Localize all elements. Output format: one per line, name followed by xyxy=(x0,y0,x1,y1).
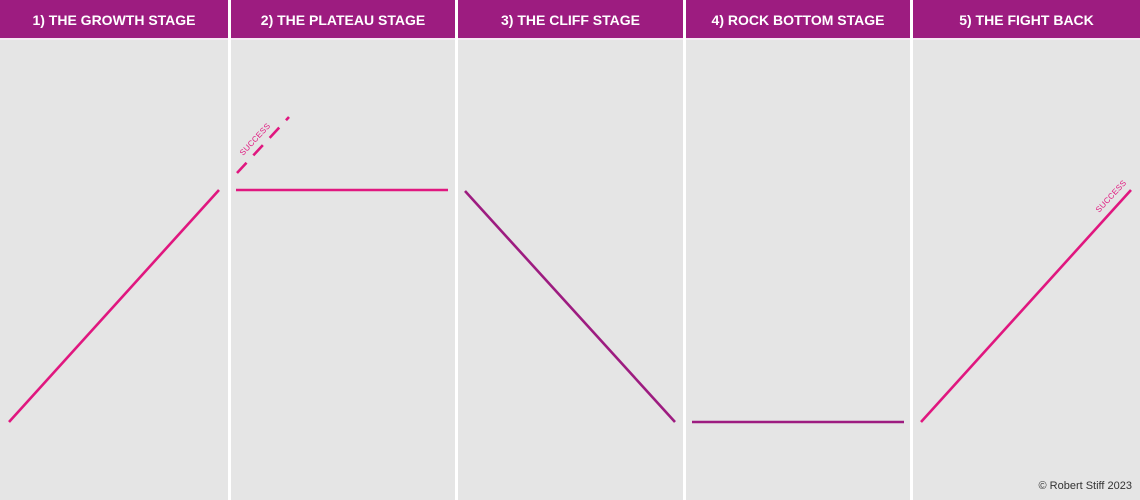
stage-graph-plateau: SUCCESS xyxy=(236,116,448,192)
stage-graph-growth xyxy=(8,189,220,423)
stage-title-plateau: 2) THE PLATEAU STAGE xyxy=(231,0,455,40)
stage-panel-cliff: 3) THE CLIFF STAGE xyxy=(458,0,683,500)
stage-graph-rock-bottom xyxy=(692,420,904,424)
plateau-expected-growth-dashed-line xyxy=(236,116,290,174)
stage-graph-fight-back: SUCCESS xyxy=(920,178,1132,423)
fight-back-success-label: SUCCESS xyxy=(1094,178,1128,214)
fight-back-trend-line xyxy=(920,189,1132,423)
copyright-text: © Robert Stiff 2023 xyxy=(1038,480,1132,492)
stage-title-growth: 1) THE GROWTH STAGE xyxy=(0,0,228,40)
stage-title-rock-bottom: 4) ROCK BOTTOM STAGE xyxy=(686,0,910,40)
cliff-trend-line xyxy=(464,190,676,423)
stage-panel-rock-bottom: 4) ROCK BOTTOM STAGE xyxy=(686,0,910,500)
stage-title-cliff: 3) THE CLIFF STAGE xyxy=(458,0,683,40)
stage-panel-plateau: 2) THE PLATEAU STAGE SUCCESS xyxy=(231,0,455,500)
stage-graph-cliff xyxy=(464,190,676,423)
growth-trend-line xyxy=(8,189,220,423)
stage-panel-fight-back: 5) THE FIGHT BACK SUCCESS © Robert Stiff… xyxy=(913,0,1140,500)
stage-title-fight-back: 5) THE FIGHT BACK xyxy=(913,0,1140,40)
stage-panel-growth: 1) THE GROWTH STAGE xyxy=(0,0,228,500)
